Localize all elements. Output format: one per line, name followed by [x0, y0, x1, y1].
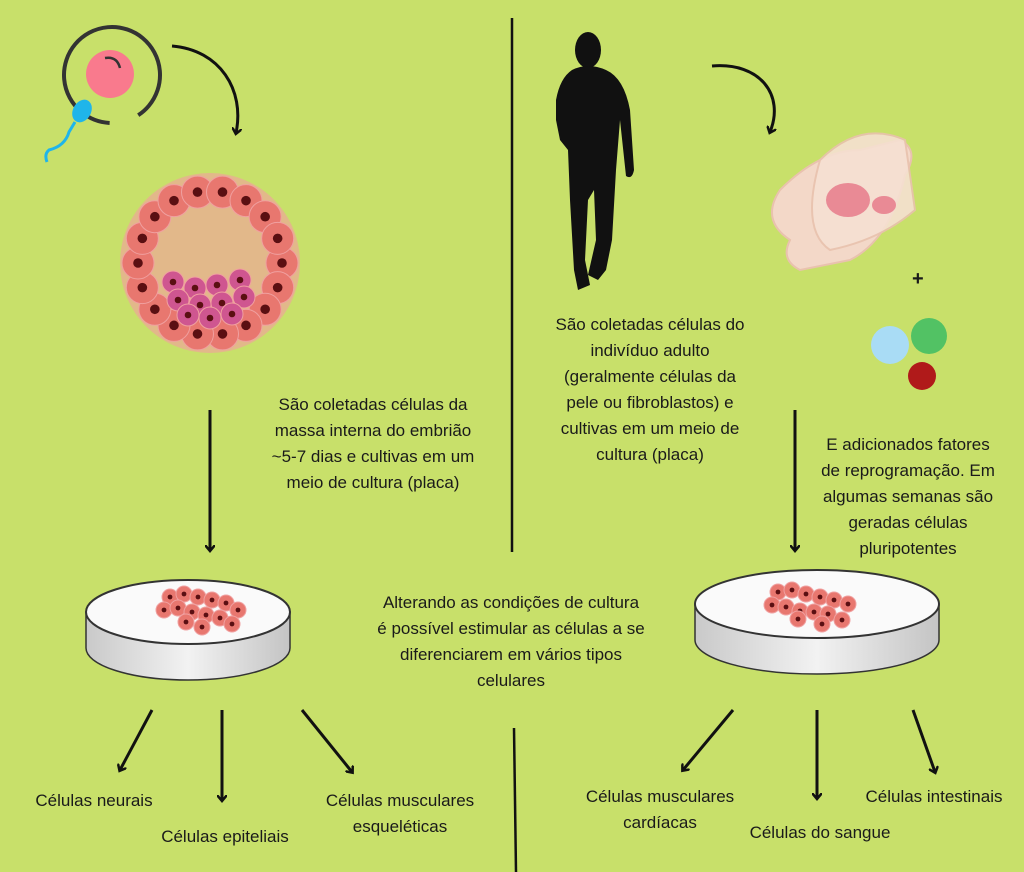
cell-nucleus [236, 276, 244, 284]
label-skeletal-muscle-cells: Células musculares esqueléticas [325, 791, 475, 836]
cell-nucleus [192, 329, 203, 339]
cell-nucleus [775, 589, 781, 595]
cell-nucleus [839, 617, 845, 623]
label-intestinal-cells: Células intestinais [865, 787, 1003, 806]
factor-blue-icon [871, 326, 909, 364]
cell-nucleus [819, 621, 825, 627]
adult-person-icon [556, 32, 634, 290]
cell-nucleus [174, 296, 182, 304]
cell-nucleus [196, 301, 204, 309]
cell-nucleus [789, 587, 795, 593]
cell-nucleus [229, 621, 235, 627]
cell-nucleus [228, 310, 236, 318]
arrow-neural [120, 709, 154, 770]
cell-nucleus [203, 612, 209, 618]
cell-nucleus [150, 211, 160, 222]
label-blood-cells: Células do sangue [749, 823, 891, 842]
cell-nucleus [783, 604, 789, 610]
plus-sign: + [912, 268, 924, 290]
fibroblast-cells-icon [771, 132, 917, 272]
cell-nucleus [223, 600, 229, 606]
cell-nucleus [803, 591, 809, 597]
cell-nucleus [825, 611, 831, 617]
cell-nucleus [195, 594, 201, 600]
petri-dish-left [85, 579, 291, 681]
cell-nucleus [167, 594, 173, 600]
cell-nucleus [189, 609, 195, 615]
cell-nucleus [184, 311, 192, 319]
cell-nucleus [199, 624, 205, 630]
cell-nucleus [795, 616, 801, 622]
cell-nucleus [192, 187, 203, 197]
cell-nucleus [150, 304, 160, 315]
arrow-skeletal [300, 709, 352, 772]
arrow-curve-left [171, 44, 238, 133]
cell-nucleus [133, 258, 143, 268]
cell-nucleus [217, 615, 223, 621]
factor-red-icon [908, 362, 936, 390]
differentiation-description: Alterando as condições de cultura é poss… [377, 593, 645, 690]
cell-nucleus [206, 314, 214, 322]
cell-nucleus [161, 607, 167, 613]
cell-nucleus [183, 619, 189, 625]
arrow-cardiac [683, 709, 735, 770]
label-epithelial-cells: Células epiteliais [161, 827, 289, 846]
cell-nucleus [191, 284, 199, 292]
cell-nucleus [817, 594, 823, 600]
embryo-description: São coletadas células da massa interna d… [271, 395, 475, 492]
cell-nucleus [181, 591, 187, 597]
cell-nucleus [241, 320, 251, 331]
adult-description: São coletadas células do indivíduo adult… [555, 315, 745, 464]
cell-nucleus [217, 187, 228, 197]
cell-nucleus [272, 282, 283, 293]
cell-nucleus [260, 304, 270, 315]
cell-nucleus [169, 320, 179, 331]
cell-nucleus [845, 601, 851, 607]
cell-nucleus [175, 605, 181, 611]
cell-nucleus [213, 281, 221, 289]
fertilization-icon [44, 25, 162, 163]
divider-bottom [512, 727, 518, 872]
cell-nucleus [217, 329, 228, 339]
cell-nucleus [831, 597, 837, 603]
blastocyst-icon [120, 173, 300, 353]
arrow-intestinal [911, 709, 935, 772]
cell-nucleus [769, 602, 775, 608]
label-cardiac-muscle-cells: Células musculares cardíacas [585, 787, 735, 832]
cell-nucleus [240, 293, 248, 301]
factor-green-icon [911, 318, 947, 354]
cell-nucleus [260, 211, 270, 222]
cell-nucleus [277, 258, 287, 268]
arrow-curve-right [711, 64, 774, 132]
label-neural-cells: Células neurais [35, 791, 153, 810]
cell-nucleus [169, 278, 177, 286]
petri-dish-right [694, 569, 940, 675]
cell-nucleus [209, 597, 215, 603]
cell-nucleus [137, 233, 148, 244]
cell-nucleus [169, 195, 179, 206]
reprogramming-description: E adicionados fatores de reprogramação. … [821, 435, 995, 558]
cell-nucleus [218, 299, 226, 307]
cell-nucleus [811, 609, 817, 615]
cell-nucleus [235, 607, 241, 613]
cell-nucleus [272, 233, 283, 244]
cell-nucleus [241, 195, 251, 206]
cell-nucleus [137, 282, 148, 293]
